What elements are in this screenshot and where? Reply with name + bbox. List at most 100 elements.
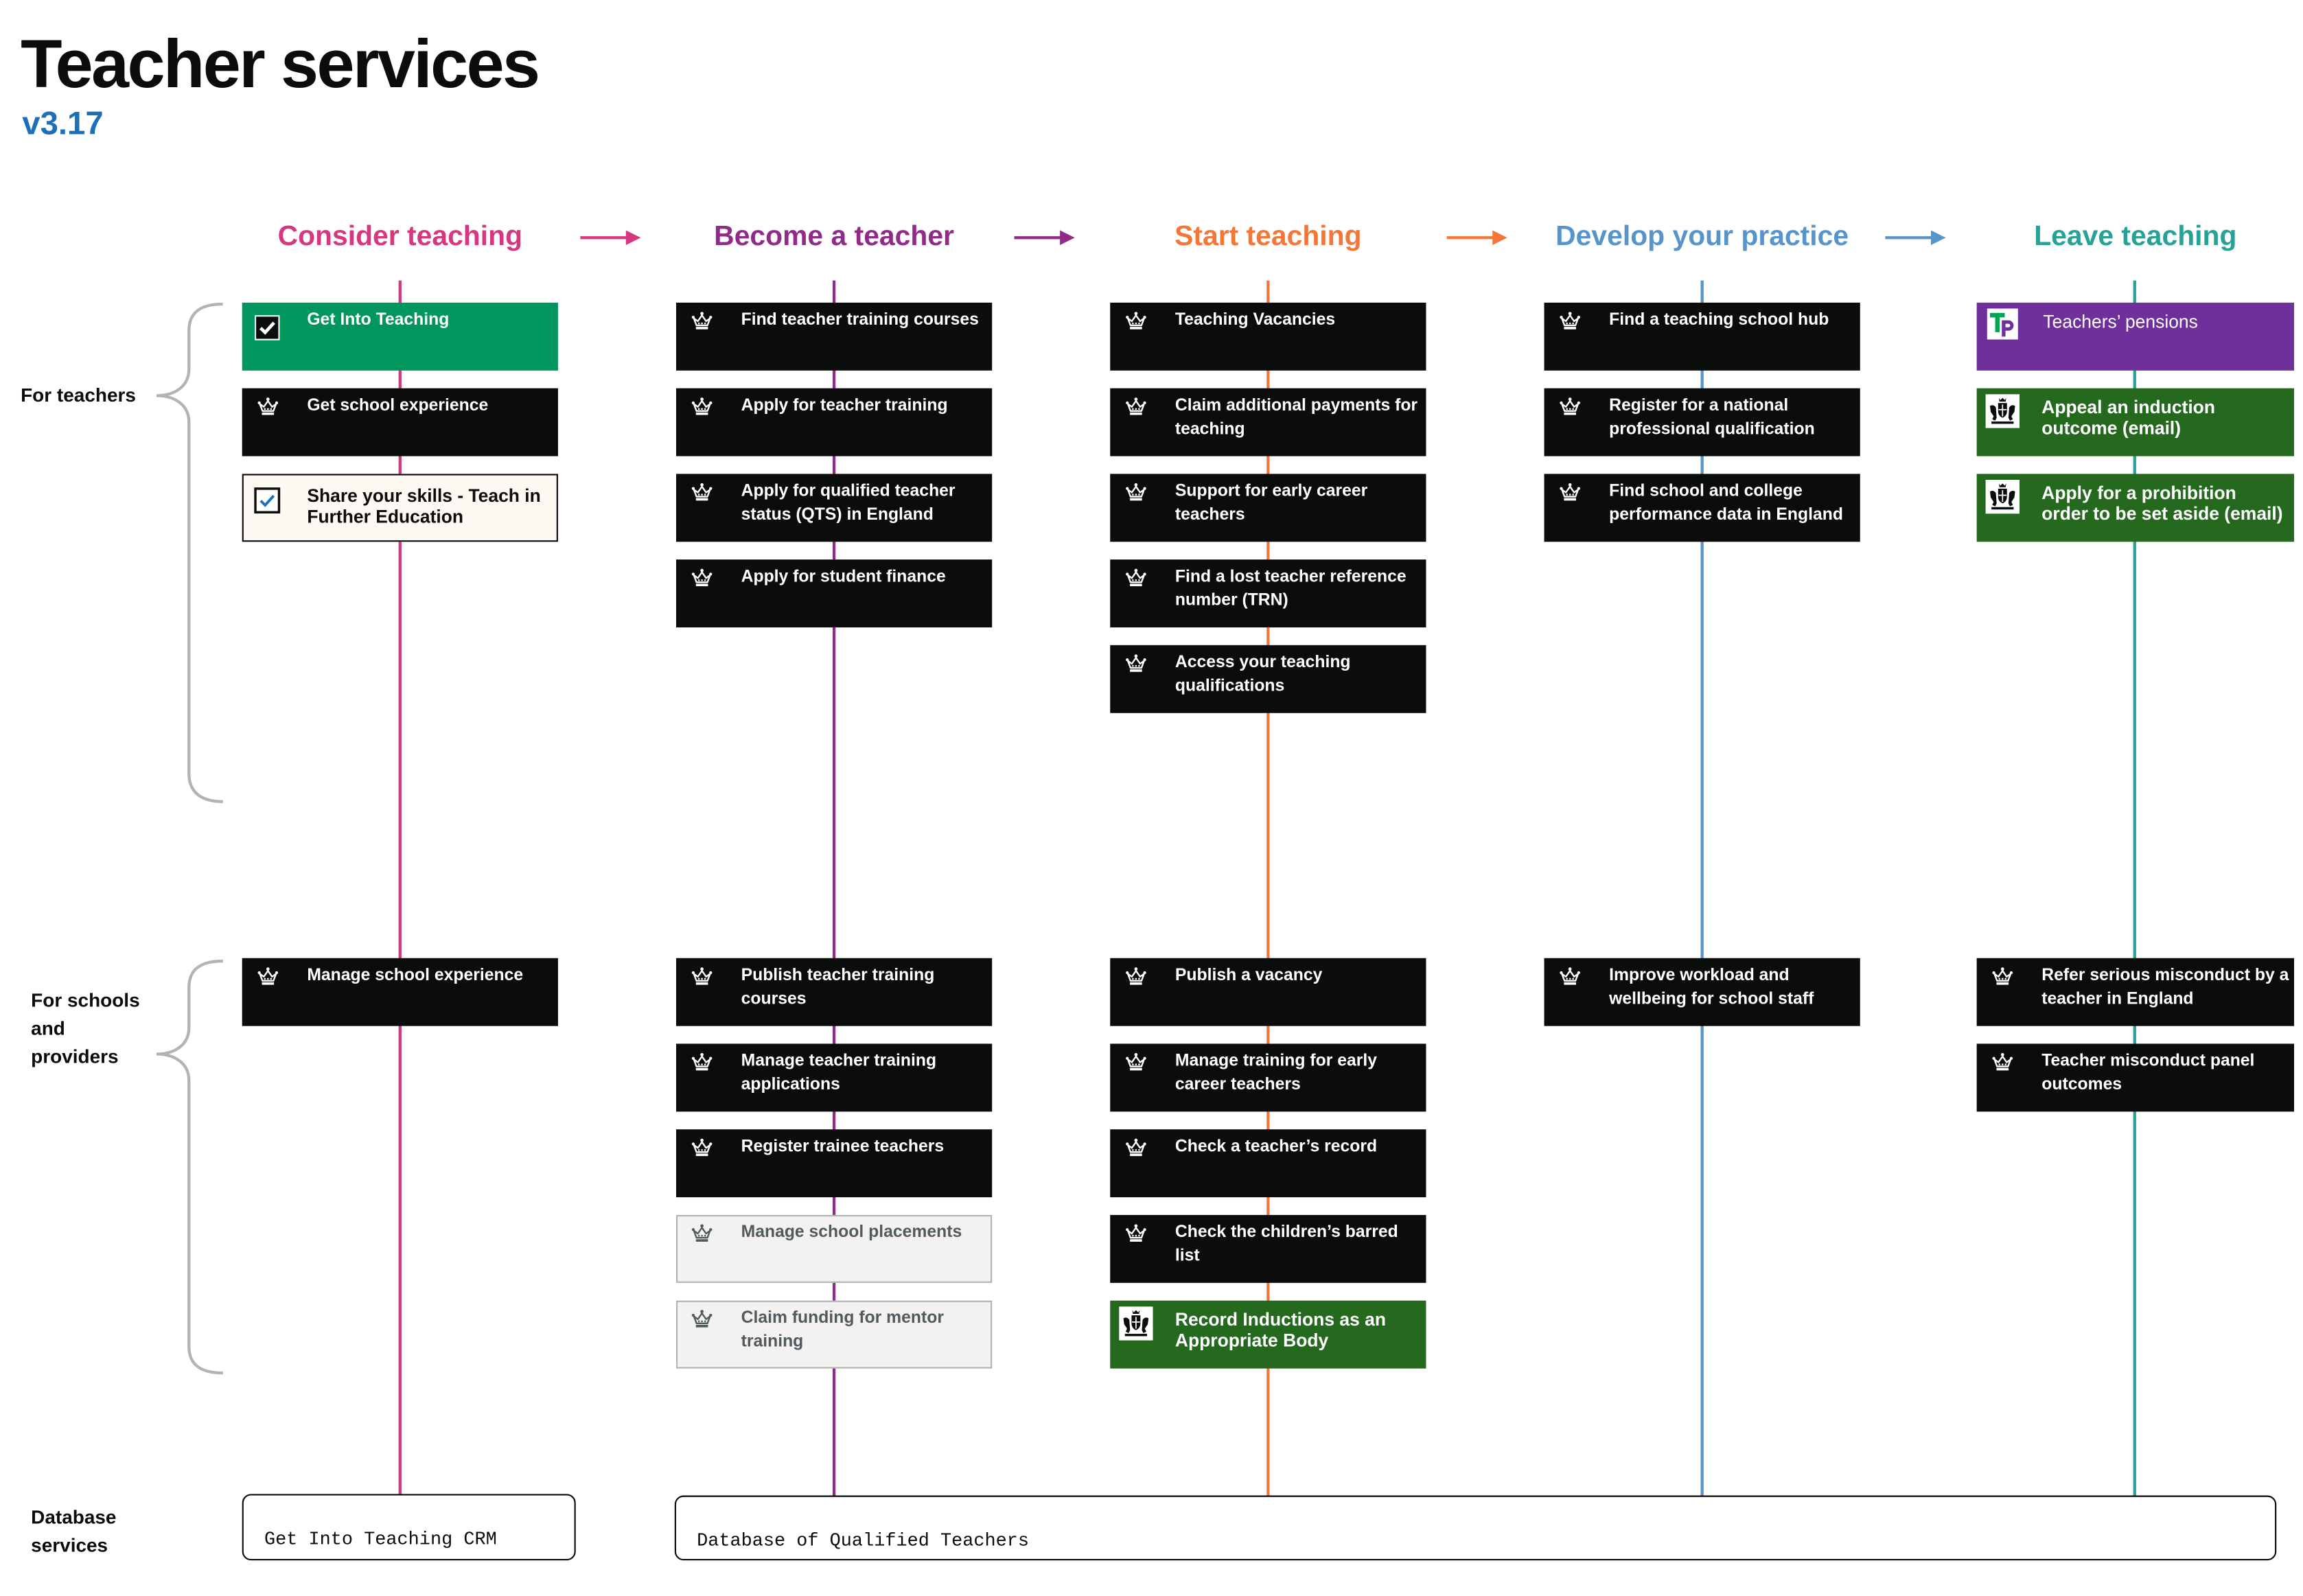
crown-icon xyxy=(257,967,279,986)
royal-arms-icon xyxy=(1119,1306,1153,1341)
card-label: Teachers’ pensions xyxy=(2043,311,2198,332)
card-label: Find a lost teacher reference number (TR… xyxy=(1174,568,1407,610)
crown-icon xyxy=(691,1309,713,1328)
royal-arms-icon xyxy=(1985,394,2020,428)
crown-icon xyxy=(691,568,713,587)
card-claim-funding-for-mentor-training[interactable]: Claim funding for mentor training xyxy=(675,1300,993,1369)
arrow-right-icon xyxy=(1014,229,1075,246)
crown-icon xyxy=(691,482,713,501)
crown-icon xyxy=(1991,967,2013,986)
card-label: Support for early career teachers xyxy=(1174,483,1368,524)
card-label: Get school experience xyxy=(307,397,489,415)
card-teaching-vacancies[interactable]: Teaching Vacancies xyxy=(1110,302,1426,371)
group-label-schools: For schools and providers xyxy=(31,988,140,1067)
checkbox-icon xyxy=(254,314,281,341)
arrow-right-icon xyxy=(1885,229,1946,246)
card-share-your-skills-teach-in-further-education[interactable]: Share your skills - Teach in Further Edu… xyxy=(242,474,558,542)
crown-icon xyxy=(1125,482,1147,501)
group-braces xyxy=(156,302,223,1375)
stage-header-develop-your-practice: Develop your practice xyxy=(1555,221,1849,253)
card-label: Publish a vacancy xyxy=(1174,967,1323,985)
group-label-teachers: For teachers xyxy=(21,383,136,406)
card-get-into-teaching[interactable]: Get Into Teaching xyxy=(242,302,558,371)
card-apply-for-a-prohibition-order-to-be-set-aside-email[interactable]: Apply for a prohibition order to be set … xyxy=(1976,474,2295,542)
version-label: v3.17 xyxy=(22,104,104,142)
card-teacher-misconduct-panel-outcomes[interactable]: Teacher misconduct panel outcomes xyxy=(1976,1043,2295,1112)
crown-icon xyxy=(1125,568,1147,587)
card-improve-workload-and-wellbeing-for-school-staff[interactable]: Improve workload and wellbeing for schoo… xyxy=(1544,958,1860,1026)
stage-line xyxy=(398,280,402,1496)
page-title: Teacher services xyxy=(21,25,540,102)
crown-icon xyxy=(1125,654,1147,673)
card-access-your-teaching-qualifications[interactable]: Access your teaching qualifications xyxy=(1110,645,1426,713)
card-check-a-teachers-record[interactable]: Check a teacher’s record xyxy=(1110,1129,1426,1198)
stage-line xyxy=(832,280,836,1496)
checkbox-outline-icon xyxy=(254,487,281,514)
card-apply-for-qualified-teacher-status-qts-in-england[interactable]: Apply for qualified teacher status (QTS)… xyxy=(675,474,993,542)
royal-arms-icon xyxy=(1985,479,2020,514)
card-support-for-early-career-teachers[interactable]: Support for early career teachers xyxy=(1110,474,1426,542)
card-register-trainee-teachers[interactable]: Register trainee teachers xyxy=(675,1129,993,1198)
card-label: Refer serious misconduct by a teacher in… xyxy=(2041,967,2289,1008)
card-find-a-lost-teacher-reference-number-trn[interactable]: Find a lost teacher reference number (TR… xyxy=(1110,559,1426,628)
card-manage-teacher-training-applications[interactable]: Manage teacher training applications xyxy=(675,1043,993,1112)
tp-logo-icon xyxy=(1987,308,2018,340)
card-label: Share your skills - Teach in Further Edu… xyxy=(307,485,541,527)
card-label: Publish teacher training courses xyxy=(741,967,935,1008)
card-manage-school-placements[interactable]: Manage school placements xyxy=(675,1214,993,1283)
crown-icon xyxy=(691,396,713,415)
card-label: Improve workload and wellbeing for schoo… xyxy=(1609,967,1814,1008)
card-label: Claim additional payments for teaching xyxy=(1174,397,1418,439)
card-label: Record Inductions as an Appropriate Body xyxy=(1174,1309,1387,1351)
card-publish-a-vacancy[interactable]: Publish a vacancy xyxy=(1110,958,1426,1026)
card-teachers-pensions[interactable]: Teachers’ pensions xyxy=(1976,302,2295,371)
card-get-school-experience[interactable]: Get school experience xyxy=(242,388,558,456)
card-refer-serious-misconduct-by-a-teacher-in-england[interactable]: Refer serious misconduct by a teacher in… xyxy=(1976,958,2295,1026)
card-record-inductions-as-an-appropriate-body[interactable]: Record Inductions as an Appropriate Body xyxy=(1110,1300,1426,1369)
card-publish-teacher-training-courses[interactable]: Publish teacher training courses xyxy=(675,958,993,1026)
crown-icon xyxy=(1559,396,1581,415)
database-label: Get Into Teaching CRM xyxy=(264,1529,497,1551)
card-apply-for-student-finance[interactable]: Apply for student finance xyxy=(675,559,993,628)
card-label: Check the children’s barred list xyxy=(1174,1223,1398,1266)
crown-icon xyxy=(1559,311,1581,330)
card-register-for-a-national-professional-qualification[interactable]: Register for a national professional qua… xyxy=(1544,388,1860,456)
card-manage-training-for-early-career-teachers[interactable]: Manage training for early career teacher… xyxy=(1110,1043,1426,1112)
crown-icon xyxy=(1559,482,1581,501)
card-claim-additional-payments-for-teaching[interactable]: Claim additional payments for teaching xyxy=(1110,388,1426,456)
group-label-database: Database services xyxy=(31,1505,117,1555)
stage-header-start-teaching: Start teaching xyxy=(1174,221,1362,253)
card-find-school-and-college-performance-data-in-england[interactable]: Find school and college performance data… xyxy=(1544,474,1860,542)
card-find-teacher-training-courses[interactable]: Find teacher training courses xyxy=(675,302,993,371)
card-find-a-teaching-school-hub[interactable]: Find a teaching school hub xyxy=(1544,302,1860,371)
crown-icon xyxy=(1125,1223,1147,1242)
card-label: Apply for qualified teacher status (QTS)… xyxy=(741,483,956,524)
card-label: Register trainee teachers xyxy=(741,1138,945,1156)
card-label: Apply for a prohibition order to be set … xyxy=(2041,483,2283,524)
card-label: Teacher misconduct panel outcomes xyxy=(2041,1052,2255,1094)
card-apply-for-teacher-training[interactable]: Apply for teacher training xyxy=(675,388,993,456)
card-label: Apply for teacher training xyxy=(741,397,948,415)
card-appeal-an-induction-outcome-email[interactable]: Appeal an induction outcome (email) xyxy=(1976,388,2295,456)
card-label: Manage training for early career teacher… xyxy=(1174,1052,1378,1094)
card-label: Manage school placements xyxy=(741,1223,962,1242)
card-label: Claim funding for mentor training xyxy=(741,1309,945,1351)
crown-icon xyxy=(1125,1052,1147,1071)
card-label: Appeal an induction outcome (email) xyxy=(2041,397,2216,439)
crown-icon xyxy=(691,311,713,330)
crown-icon xyxy=(1125,1137,1147,1157)
stage-header-become-a-teacher: Become a teacher xyxy=(714,221,954,253)
card-label: Teaching Vacancies xyxy=(1174,311,1336,329)
card-check-the-childrens-barred-list[interactable]: Check the children’s barred list xyxy=(1110,1214,1426,1283)
card-manage-school-experience[interactable]: Manage school experience xyxy=(242,958,558,1026)
